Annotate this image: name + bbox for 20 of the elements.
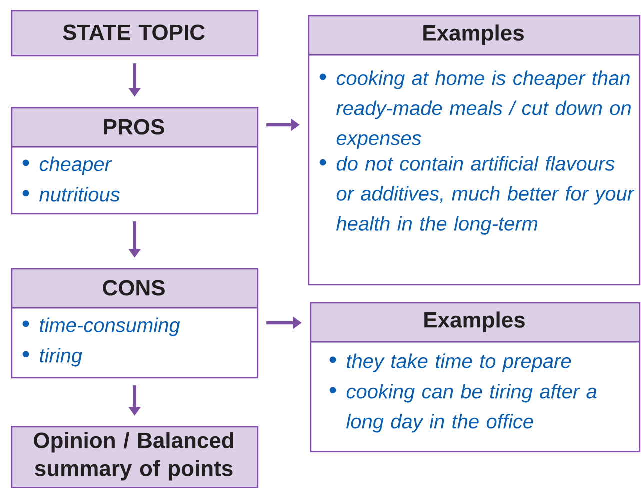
flow-box (11, 426, 259, 488)
bullet-item: tiring (22, 348, 82, 367)
flow-box (11, 10, 259, 57)
flow-box (310, 302, 641, 453)
box-heading: Examples (424, 24, 524, 46)
bullet-item: nutritious (22, 187, 120, 202)
bullet-item: they take time to prepare (330, 354, 572, 372)
bullet-item: time-consuming (22, 318, 180, 336)
box-heading: CONS (103, 280, 165, 296)
flow-box (11, 107, 259, 215)
bullet-item: cooking can be tiring after a long day in the office (330, 384, 597, 433)
bullet-item: cheaper (22, 156, 112, 176)
box-heading: Examples (424, 312, 525, 332)
flow-box (308, 15, 641, 286)
box-heading: Opinion / Balanced summary of points (34, 432, 234, 481)
bullet-item: cooking at home is cheaper than ready-made meals / cut down on expenses (320, 70, 631, 150)
box-heading: STATE TOPIC (63, 24, 205, 40)
bullet-item: do not contain artificial flavours or additives, much better for your health in the long-term (320, 156, 635, 235)
flow-box (11, 268, 259, 379)
box-heading: PROS (104, 119, 164, 135)
